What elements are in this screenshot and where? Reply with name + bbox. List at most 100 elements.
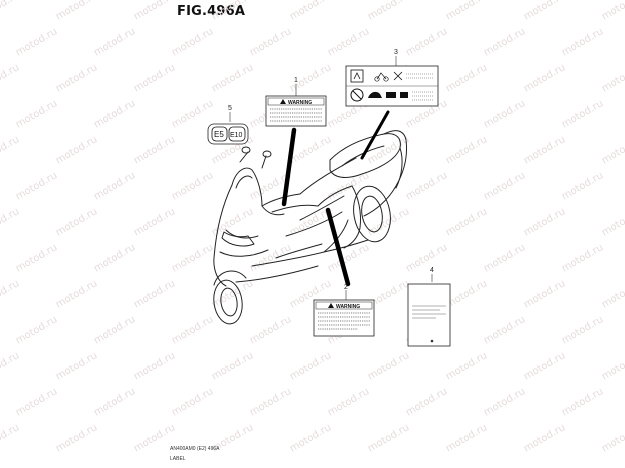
watermark-text: motod.ru: [600, 422, 625, 454]
no-symbol-icon: [350, 88, 364, 102]
watermark-text: motod.ru: [170, 314, 215, 346]
badge-e10: [228, 126, 246, 142]
watermark-text: motod.ru: [404, 386, 449, 418]
watermark-text: motod.ru: [326, 242, 371, 274]
leader-1: [281, 127, 297, 207]
watermark-text: motod.ru: [482, 98, 527, 130]
callout-3: 3: [394, 49, 398, 56]
warning-label-bottom: WARNING: [313, 299, 375, 337]
watermark-text: motod.ru: [444, 350, 489, 382]
watermark-text: motod.ru: [366, 422, 411, 454]
watermark-text: motod.ru: [444, 134, 489, 166]
manual-book-icon: [350, 69, 364, 83]
info-sheet-label: [407, 283, 451, 347]
warning-top-text: WARNING: [288, 100, 312, 106]
watermark-text: motod.ru: [210, 350, 255, 382]
watermark-text: motod.ru: [288, 0, 333, 23]
watermark-text: motod.ru: [14, 170, 59, 202]
watermark-text: motod.ru: [248, 242, 293, 274]
watermark-text: motod.ru: [482, 314, 527, 346]
warning-label-top: WARNING: [265, 95, 327, 127]
watermark-text: motod.ru: [14, 314, 59, 346]
callout-lines: [229, 56, 433, 300]
watermark-text: motod.ru: [522, 62, 567, 94]
watermark-text: motod.ru: [444, 206, 489, 238]
watermark-text: motod.ru: [132, 0, 177, 23]
watermark-text: motod.ru: [54, 350, 99, 382]
watermark-text: motod.ru: [132, 206, 177, 238]
warning-bottom-lines: [318, 312, 370, 330]
watermark-text: motod.ru: [560, 170, 605, 202]
watermark-text: motod.ru: [210, 0, 255, 23]
watermark-text: motod.ru: [288, 422, 333, 454]
pictogram-bottom-text: [412, 91, 434, 101]
callout-2: 2: [344, 284, 348, 291]
callout-1: 1: [294, 77, 298, 84]
watermark-text: motod.ru: [210, 278, 255, 310]
watermark-text: motod.ru: [14, 242, 59, 274]
watermark-text: motod.ru: [560, 26, 605, 58]
watermark-text: motod.ru: [522, 134, 567, 166]
watermark-text: motod.ru: [0, 278, 21, 310]
watermark-text: motod.ru: [444, 278, 489, 310]
leader-3: [360, 110, 390, 160]
watermark-text: motod.ru: [92, 386, 137, 418]
watermark-text: motod.ru: [482, 26, 527, 58]
pictogram-label: [345, 65, 439, 107]
watermark-text: motod.ru: [444, 0, 489, 23]
fuel-badges: E5 E10: [207, 123, 249, 145]
watermark-text: motod.ru: [600, 278, 625, 310]
watermark-text: motod.ru: [92, 170, 137, 202]
watermark-text: motod.ru: [366, 350, 411, 382]
watermark-text: motod.ru: [170, 386, 215, 418]
watermark-text: motod.ru: [522, 206, 567, 238]
warning-triangle-icon: [280, 99, 286, 104]
watermark-text: motod.ru: [92, 242, 137, 274]
rider-pictogram-icon: [368, 91, 382, 98]
watermark-text: motod.ru: [404, 242, 449, 274]
watermark-text: motod.ru: [170, 170, 215, 202]
tools-icon: [393, 71, 403, 81]
watermark-text: motod.ru: [92, 98, 137, 130]
watermark-text: motod.ru: [560, 242, 605, 274]
watermark-text: motod.ru: [170, 26, 215, 58]
watermark-text: motod.ru: [522, 0, 567, 23]
watermark-text: motod.ru: [522, 350, 567, 382]
badge-e10-text: E10: [230, 132, 243, 139]
watermark-text: motod.ru: [54, 0, 99, 23]
watermark-text: motod.ru: [366, 0, 411, 23]
watermark-text: motod.ru: [326, 170, 371, 202]
watermark-text: motod.ru: [326, 386, 371, 418]
pictogram-top-text: [406, 73, 434, 79]
figure-code: AN400AM0 (E2) 496A: [170, 446, 220, 452]
warning-bottom-text: WARNING: [336, 304, 360, 310]
watermark-text: motod.ru: [600, 134, 625, 166]
watermark-text: motod.ru: [444, 62, 489, 94]
callout-5: 5: [228, 105, 232, 112]
watermark-text: motod.ru: [132, 350, 177, 382]
badge-e5-text: E5: [214, 130, 224, 139]
watermark-text: motod.ru: [560, 98, 605, 130]
watermark-text: motod.ru: [248, 26, 293, 58]
watermark-text: motod.ru: [0, 62, 21, 94]
scooter-illustration: [213, 130, 407, 325]
watermark-text: motod.ru: [288, 350, 333, 382]
watermark-text: motod.ru: [92, 26, 137, 58]
leader-lines: [281, 110, 390, 287]
watermark-text: motod.ru: [482, 242, 527, 274]
watermark-text: motod.ru: [54, 134, 99, 166]
watermark-text: motod.ru: [210, 62, 255, 94]
watermark-text: motod.ru: [132, 278, 177, 310]
scooter-pictogram-icon: [374, 76, 380, 82]
watermark-text: motod.ru: [522, 278, 567, 310]
watermark-text: motod.ru: [560, 314, 605, 346]
watermark-text: motod.ru: [170, 98, 215, 130]
watermark-text: motod.ru: [0, 0, 21, 23]
watermark-text: motod.ru: [600, 206, 625, 238]
watermark-text: motod.ru: [0, 134, 21, 166]
watermark-text: motod.ru: [326, 26, 371, 58]
callout-4: 4: [430, 267, 434, 274]
watermark-text: motod.ru: [0, 422, 21, 454]
watermark-text: motod.ru: [0, 350, 21, 382]
